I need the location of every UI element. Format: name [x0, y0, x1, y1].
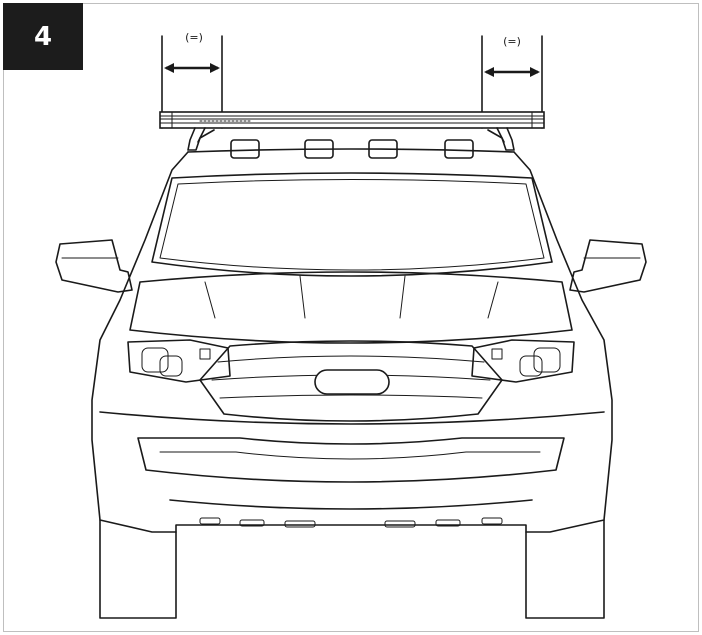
vehicle-front-view	[55, 148, 647, 619]
left-headlight-lamp	[141, 347, 169, 373]
left-headlight-lamp	[159, 355, 183, 377]
grille-badge	[314, 369, 390, 395]
left-headlight-indicator	[199, 348, 211, 360]
panel-frame	[3, 3, 699, 632]
roof-line	[187, 148, 515, 153]
intake-inner	[159, 451, 541, 460]
windshield-inner	[159, 179, 545, 271]
skid-plate-line	[169, 499, 533, 510]
left-dimension-label: (=)	[185, 31, 203, 44]
left-rack-foot	[187, 127, 215, 151]
left-headlight	[127, 339, 231, 383]
right-dimension-label: (=)	[503, 35, 521, 48]
step-number-badge: 4	[3, 3, 83, 70]
bumper-upper-line	[99, 411, 605, 425]
front-grille	[199, 340, 503, 422]
left-side-mirror	[55, 239, 133, 293]
body-outline	[91, 151, 613, 533]
windshield	[151, 172, 553, 277]
right-headlight-lamp	[519, 355, 543, 377]
lower-bumper-intake	[137, 437, 565, 483]
hood	[129, 271, 573, 344]
right-headlight-indicator	[491, 348, 503, 360]
left-front-tyre	[99, 519, 177, 619]
right-rack-foot	[487, 127, 515, 151]
hood-creases	[204, 275, 499, 319]
right-rack-foot-detail	[496, 127, 505, 143]
right-side-mirror	[569, 239, 647, 293]
skid-plate-slots	[199, 517, 503, 528]
right-front-tyre	[525, 519, 605, 619]
left-rack-foot-detail	[197, 127, 206, 143]
roof-rack-crossbar	[159, 111, 545, 129]
right-headlight-lamp	[533, 347, 561, 373]
right-headlight	[471, 339, 575, 383]
